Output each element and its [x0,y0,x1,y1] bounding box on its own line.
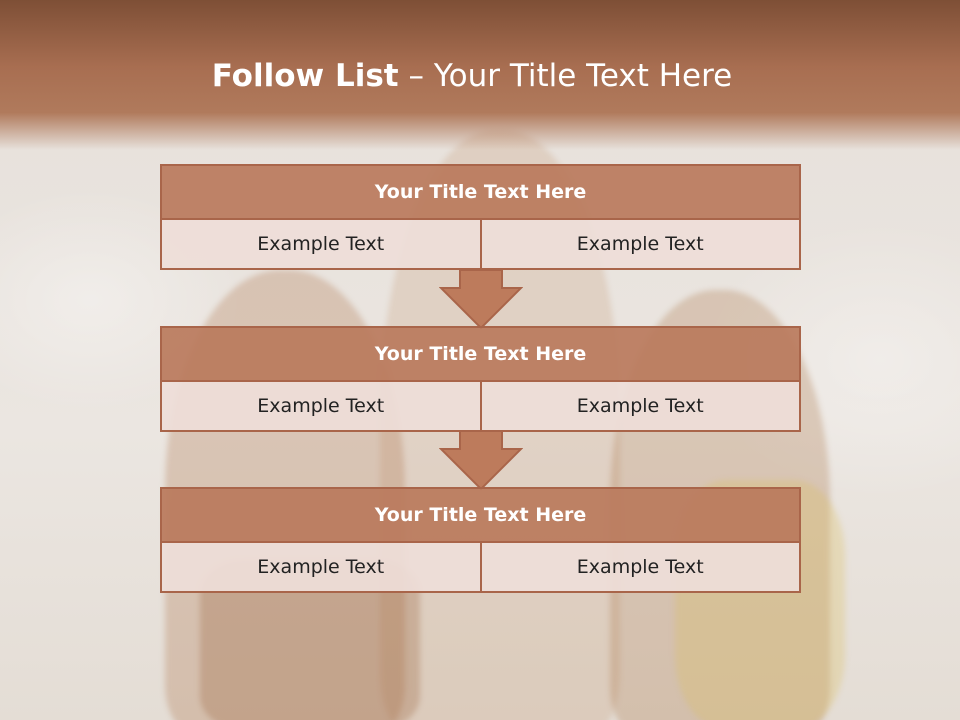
block-cell-right[interactable]: Example Text [480,543,801,593]
down-arrow-icon [439,431,523,491]
down-arrow-icon [439,270,523,330]
block-title[interactable]: Your Title Text Here [160,326,801,382]
list-block-2[interactable]: Your Title Text Here Example Text Exampl… [160,326,801,432]
block-cell-right[interactable]: Example Text [480,220,801,270]
block-title[interactable]: Your Title Text Here [160,487,801,543]
block-row: Example Text Example Text [160,543,801,593]
block-title[interactable]: Your Title Text Here [160,164,801,220]
slide-title-rest: – Your Title Text Here [398,58,733,94]
block-row: Example Text Example Text [160,382,801,432]
list-block-3[interactable]: Your Title Text Here Example Text Exampl… [160,487,801,593]
title-band: Follow List – Your Title Text Here [0,0,960,150]
block-cell-left[interactable]: Example Text [160,382,481,432]
slide-title[interactable]: Follow List – Your Title Text Here [0,52,944,100]
block-cell-right[interactable]: Example Text [480,382,801,432]
list-block-1[interactable]: Your Title Text Here Example Text Exampl… [160,164,801,270]
block-row: Example Text Example Text [160,220,801,270]
slide-title-bold: Follow List [211,58,399,94]
block-cell-left[interactable]: Example Text [160,543,481,593]
block-cell-left[interactable]: Example Text [160,220,481,270]
